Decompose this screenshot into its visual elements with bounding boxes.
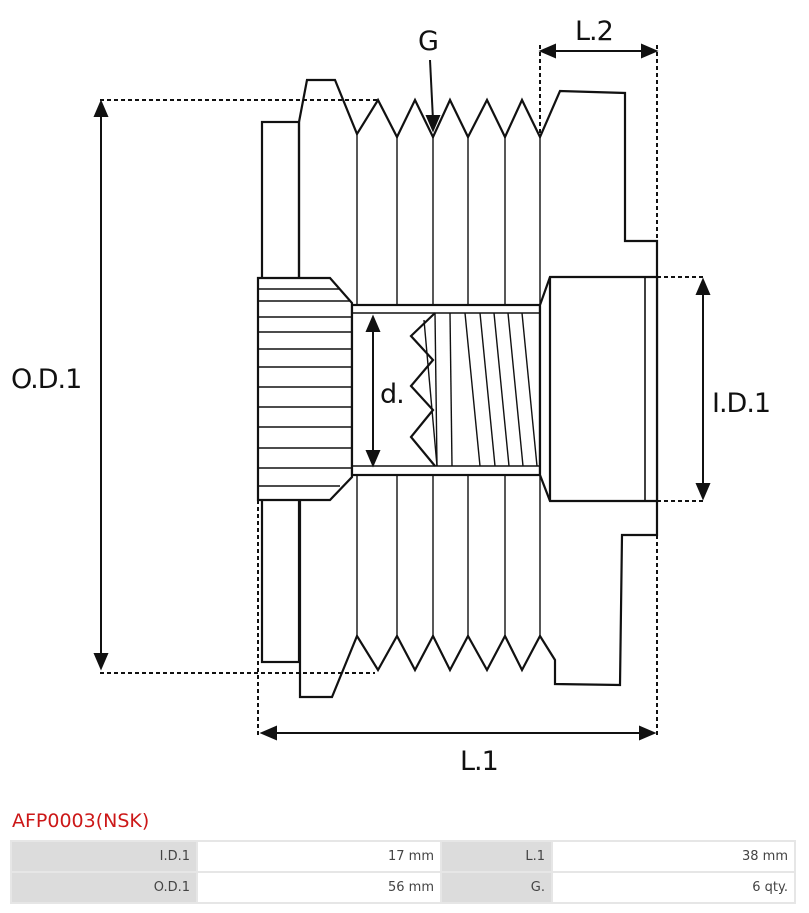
pulley-diagram: O.D.1 I.D.1 L.1 L.2 G d. bbox=[11, 16, 771, 777]
l1-dimension-arrow bbox=[259, 725, 657, 741]
g-label: G bbox=[418, 26, 438, 57]
table-row: I.D.1 17 mm L.1 38 mm bbox=[12, 842, 794, 871]
spec-label: G. bbox=[442, 873, 551, 902]
l2-label: L.2 bbox=[575, 16, 613, 47]
thread-hatch bbox=[423, 312, 538, 467]
d-label: d. bbox=[380, 379, 404, 410]
spec-value: 38 mm bbox=[553, 842, 794, 871]
od1-label: O.D.1 bbox=[11, 364, 81, 395]
splined-hub bbox=[256, 276, 354, 502]
id1-label: I.D.1 bbox=[712, 388, 770, 419]
od1-dimension-arrow bbox=[93, 99, 109, 671]
l2-dimension-arrow bbox=[538, 43, 659, 59]
product-title: AFP0003(NSK) bbox=[12, 810, 150, 832]
spec-label: O.D.1 bbox=[12, 873, 196, 902]
spec-value: 6 qty. bbox=[553, 873, 794, 902]
d-dimension-arrow bbox=[365, 314, 381, 468]
l1-label: L.1 bbox=[460, 746, 498, 777]
spec-value: 56 mm bbox=[198, 873, 440, 902]
right-hub bbox=[538, 275, 659, 503]
spec-label: L.1 bbox=[442, 842, 551, 871]
spec-label: I.D.1 bbox=[12, 842, 196, 871]
spline-lines bbox=[258, 288, 352, 487]
spec-value: 17 mm bbox=[198, 842, 440, 871]
groove-lines bbox=[356, 134, 541, 636]
g-pointer-arrow bbox=[425, 59, 441, 133]
thread-profile bbox=[409, 312, 436, 467]
bore bbox=[350, 303, 542, 477]
table-row: O.D.1 56 mm G. 6 qty. bbox=[12, 873, 794, 902]
specs-table: I.D.1 17 mm L.1 38 mm O.D.1 56 mm G. 6 q… bbox=[10, 840, 796, 904]
id1-dimension-arrow bbox=[695, 277, 711, 501]
